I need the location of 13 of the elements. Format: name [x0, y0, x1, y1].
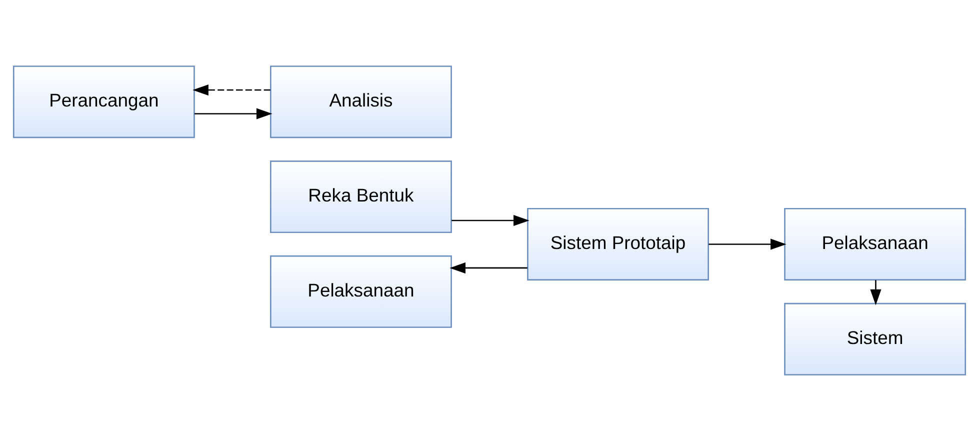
node-box: Pelaksanaan — [270, 255, 452, 328]
arrow — [194, 108, 272, 120]
node-box: Pelaksanaan — [784, 208, 966, 280]
arrow — [708, 238, 786, 250]
node-box: Reka Bentuk — [270, 160, 452, 234]
arrow — [452, 214, 530, 226]
arrow — [870, 280, 882, 306]
arrow — [192, 84, 270, 96]
node-box: Perancangan — [12, 66, 195, 138]
node-box: Sistem Prototaip — [527, 208, 709, 280]
arrow — [450, 262, 528, 274]
node-box: Analisis — [270, 66, 452, 138]
node-box: Sistem — [784, 302, 966, 376]
